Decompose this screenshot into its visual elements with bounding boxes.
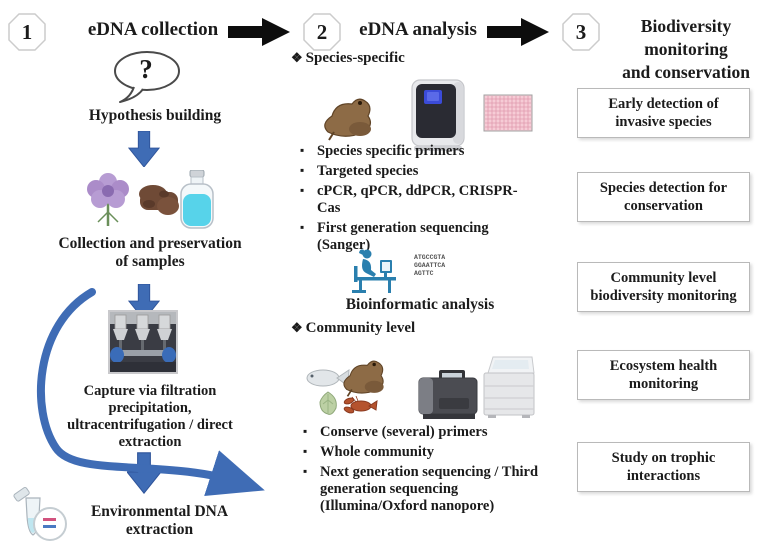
frog-icon: [324, 98, 372, 141]
fish-icon: [306, 369, 350, 387]
bullet-item: First generation sequencing (Sanger): [300, 219, 538, 254]
community-level-heading: ❖Community level: [291, 320, 416, 336]
octagon-shape-icon: [303, 13, 341, 51]
outcome-box-community: Community level biodiversity monitoring: [577, 262, 750, 312]
collection-label: Collection and preservation of samples: [58, 235, 242, 270]
octagon-shape-icon: [8, 13, 46, 51]
step-1-badge: 1: [8, 13, 46, 51]
arrow-down-icon: [127, 452, 161, 494]
column2-title: eDNA analysis: [359, 19, 477, 40]
crayfish-icon: [343, 396, 378, 414]
column3-title: Biodiversity monitoring and conservation: [622, 16, 750, 82]
arrow-right-icon: [487, 18, 549, 46]
question-bubble: ?: [110, 50, 182, 104]
bullet-item: cPCR, qPCR, ddPCR, CRISPR-Cas: [300, 182, 538, 217]
question-mark: ?: [139, 54, 153, 84]
capture-label: Capture via filtration precipitation, ul…: [67, 383, 233, 450]
diamond-bullet-icon: ❖: [291, 320, 303, 335]
bullet-item: Conserve (several) primers: [303, 423, 555, 441]
flower-sample-icon: [87, 173, 129, 226]
column1-title: eDNA collection: [87, 19, 219, 40]
frog-icon: [343, 360, 384, 397]
step-2-badge: 2: [303, 13, 341, 51]
octagon-shape-icon: [562, 13, 600, 51]
bioinformatician-icon: [352, 249, 396, 293]
species-specific-bullets: Species specific primers Targeted specie…: [300, 142, 538, 257]
outcome-box-invasive: Early detection of invasive species: [577, 88, 750, 138]
sequencer-light-icon: [483, 356, 535, 418]
filtration-equipment-photo: [108, 310, 178, 374]
dna-sequence-text: ATGCCGTA GGAATTCA AGTTC: [414, 254, 446, 277]
bioinformatic-label: Bioinformatic analysis: [345, 296, 495, 313]
step-3-badge: 3: [562, 13, 600, 51]
water-bottle-icon: [180, 170, 214, 229]
bullet-item: Whole community: [303, 443, 555, 461]
speech-bubble-icon: [114, 51, 180, 103]
dna-tube-icon: [13, 486, 67, 541]
outcome-box-trophic: Study on trophic interactions: [577, 442, 750, 492]
arrow-right-icon: [228, 18, 290, 46]
soil-sample-icon: [139, 185, 179, 215]
species-specific-heading: ❖Species-specific: [291, 50, 405, 66]
bullet-item: Targeted species: [300, 162, 538, 180]
bullet-item: Species specific primers: [300, 142, 538, 160]
outcome-box-conservation: Species detection for conservation: [577, 172, 750, 222]
bullet-item: Next generation sequencing / Third gener…: [303, 463, 555, 515]
sequencer-dark-icon: [418, 370, 478, 419]
arrow-down-icon: [128, 131, 160, 167]
step-1-number: 1: [21, 19, 33, 44]
hypothesis-label: Hypothesis building: [88, 107, 222, 124]
step-2-number: 2: [316, 19, 328, 44]
extraction-label: Environmental DNA extraction: [90, 503, 229, 538]
step-3-number: 3: [575, 19, 587, 44]
well-plate-icon: [483, 94, 533, 132]
diamond-bullet-icon: ❖: [291, 50, 303, 65]
outcome-box-ecosystem: Ecosystem health monitoring: [577, 350, 750, 400]
leaf-icon: [319, 391, 337, 415]
community-bullets: Conserve (several) primers Whole communi…: [303, 423, 555, 518]
